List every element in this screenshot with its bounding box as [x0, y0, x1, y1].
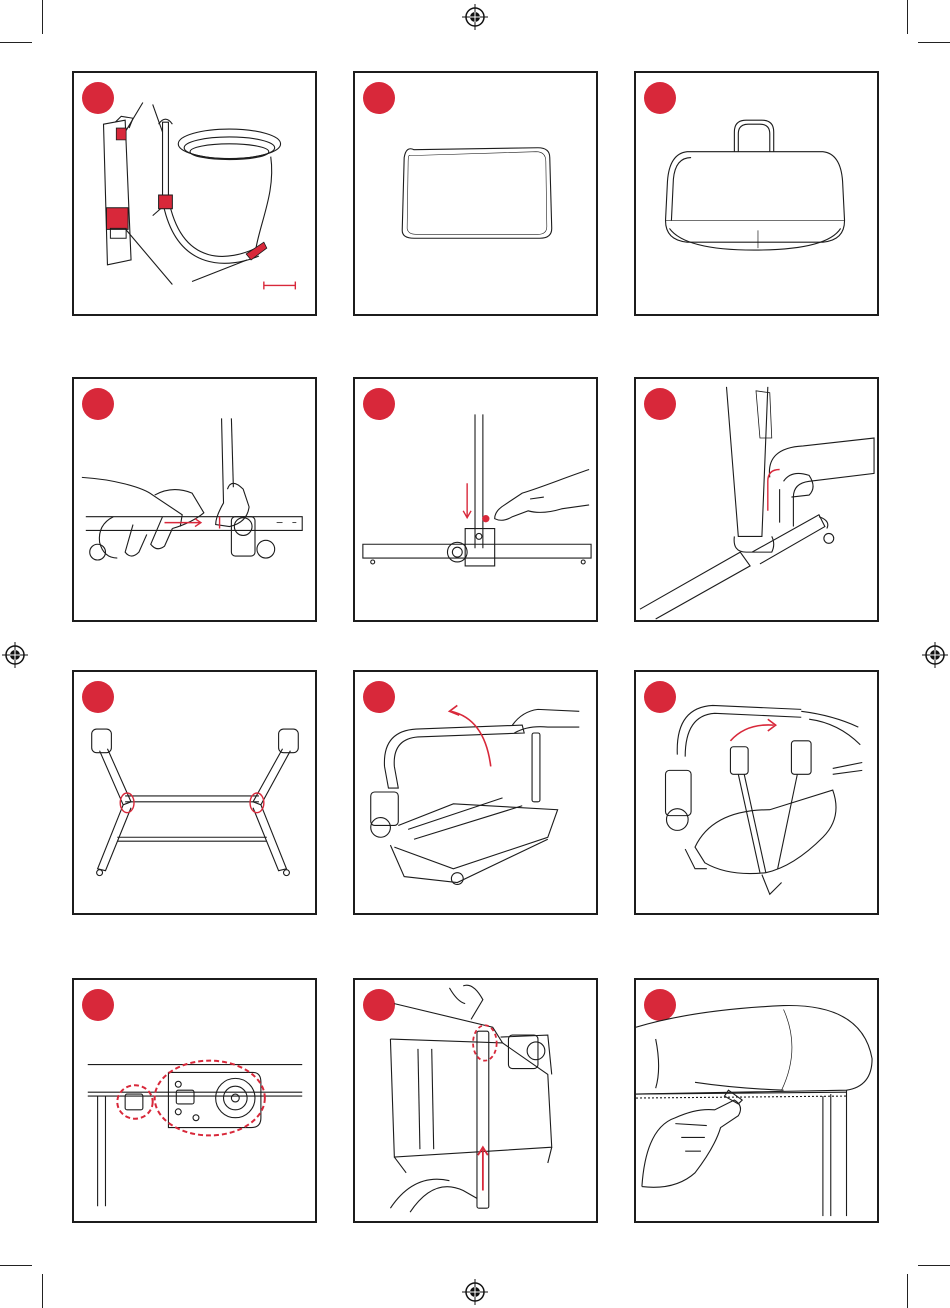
mattress-pad-icon	[355, 73, 596, 314]
step-panel-11	[353, 978, 598, 1223]
hands-joining-frame-icon	[74, 379, 315, 620]
leg-into-base-icon	[636, 379, 877, 620]
crop-mark	[907, 0, 908, 34]
crop-mark	[907, 1274, 908, 1308]
open-frame-icon	[74, 672, 315, 913]
step-panel-1	[72, 71, 317, 316]
crop-mark	[42, 0, 43, 34]
step-panel-9	[634, 670, 879, 915]
step-panel-2	[353, 71, 598, 316]
registration-mark-icon	[460, 1277, 490, 1307]
step-panel-12	[634, 978, 879, 1223]
unfold-side-rail-icon	[636, 672, 877, 913]
step-panel-4	[72, 377, 317, 622]
step-panel-7	[72, 670, 317, 915]
step-panel-6	[634, 377, 879, 622]
step-panel-5	[353, 377, 598, 622]
registration-mark-icon	[0, 640, 30, 670]
step-panel-10	[72, 978, 317, 1223]
finger-press-button-icon	[355, 379, 596, 620]
registration-mark-icon	[460, 2, 490, 32]
crop-mark	[42, 1274, 43, 1308]
step-panel-3	[634, 71, 879, 316]
crop-mark	[918, 1265, 950, 1266]
carry-bag-icon	[636, 73, 877, 314]
crop-mark	[918, 42, 950, 43]
lift-top-rail-icon	[355, 672, 596, 913]
zip-cover-icon	[636, 980, 877, 1221]
push-leg-up-icon	[355, 980, 596, 1221]
registration-mark-icon	[920, 640, 950, 670]
crop-mark	[0, 42, 32, 43]
strap-and-buckles-icon	[74, 73, 315, 314]
crop-mark	[0, 1265, 32, 1266]
corner-hinge-detail-icon	[74, 980, 315, 1221]
step-panel-8	[353, 670, 598, 915]
